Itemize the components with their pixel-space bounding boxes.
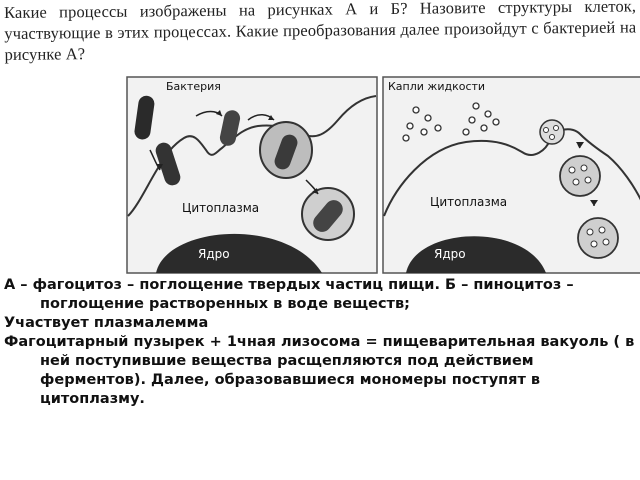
- label-nucleus-b: Ядро: [434, 247, 466, 261]
- answer-text: А – фагоцитоз – поглощение твердых части…: [4, 276, 636, 409]
- cell-figure: Бактерия Цитоплазма Ядро Капли жидкости …: [126, 76, 640, 274]
- fluid-droplets: [402, 102, 500, 142]
- label-cytoplasm-b: Цитоплазма: [430, 195, 507, 209]
- answer-line-structures: Участвует плазмалемма: [4, 315, 209, 331]
- pinocytic-vesicle: [559, 155, 601, 197]
- label-nucleus-a: Ядро: [198, 247, 230, 261]
- label-droplets: Капли жидкости: [388, 80, 485, 93]
- bacterium-entering: [155, 142, 181, 186]
- question-text: Какие процессы изображены на рисунках А …: [4, 0, 637, 64]
- panel-b-pinocytosis: Капли жидкости Цитоплазма Ядро: [382, 76, 640, 274]
- panel-a-phagocytosis: Бактерия Цитоплазма Ядро: [126, 76, 378, 274]
- label-bacteria: Бактерия: [166, 80, 221, 93]
- nucleus-b: [406, 236, 546, 273]
- pinocytic-vesicle-2: [577, 217, 619, 259]
- bacterium: [134, 95, 155, 140]
- answer-line-processes: А – фагоцитоз – поглощение твердых части…: [4, 277, 574, 312]
- label-cytoplasm-a: Цитоплазма: [182, 201, 259, 215]
- nucleus-a: [156, 233, 322, 273]
- bacterium-attached: [219, 110, 241, 146]
- answer-line-transformation: Фагоцитарный пузырек + 1чная лизосома = …: [4, 334, 635, 407]
